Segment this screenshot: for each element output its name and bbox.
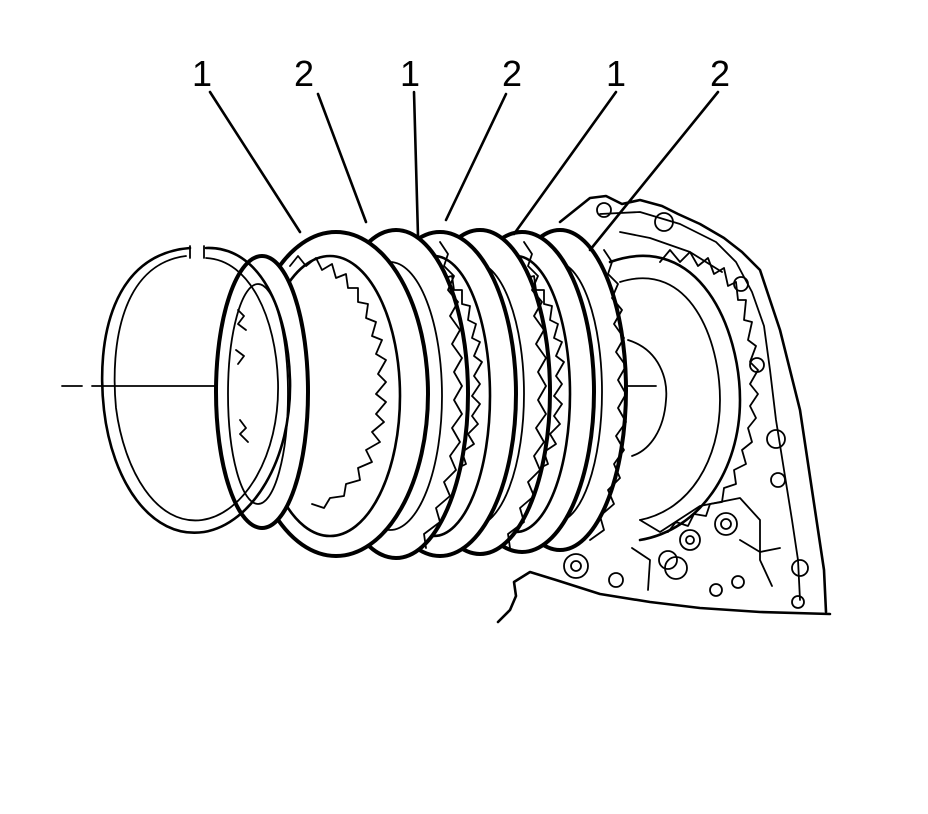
transmission-housing: [496, 194, 832, 624]
leader-line-1a: [208, 90, 302, 234]
leader-line-1c: [512, 90, 618, 236]
callout-label: 2: [502, 53, 522, 94]
callout-label: 2: [294, 53, 314, 94]
callout-label: 2: [710, 53, 730, 94]
backing-plate: [214, 254, 310, 530]
leader-line-2c: [588, 90, 720, 252]
leader-line-2b: [444, 92, 508, 222]
callout-labels: 1 2 1 2 1 2: [192, 53, 730, 94]
leader-line-1b: [412, 90, 420, 238]
callout-label: 1: [400, 53, 420, 94]
callout-label: 1: [192, 53, 212, 94]
callout-label: 1: [606, 53, 626, 94]
leader-line-2a: [316, 92, 368, 224]
snap-ring: [100, 245, 292, 535]
leader-lines: [208, 90, 720, 252]
